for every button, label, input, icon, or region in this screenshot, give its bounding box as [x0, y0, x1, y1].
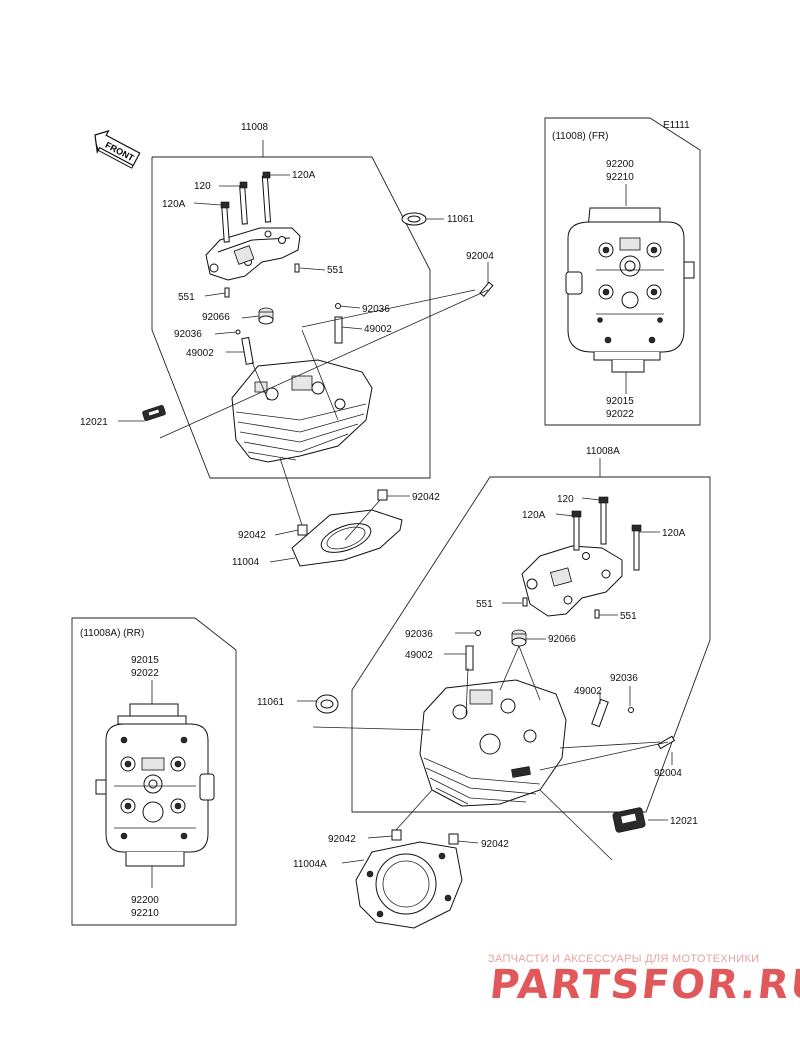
- label-11008A: 11008A: [586, 446, 620, 457]
- label-92200-rr: 92200: [131, 895, 159, 906]
- label-92004-rear: 92004: [654, 768, 682, 779]
- rear-clip-92036-b: [628, 707, 634, 713]
- rear-dowel-92042-a: [391, 829, 402, 841]
- rear-guide-49002-b: [591, 698, 609, 728]
- label-120A-front-right: 120A: [292, 170, 316, 181]
- front-leaders: [118, 174, 489, 563]
- rear-rocker-holder: [521, 545, 623, 617]
- label-11004A-rear: 11004A: [293, 859, 327, 870]
- front-arrow-badge: FRONT: [94, 129, 141, 169]
- rear-top-view-frame: [71, 617, 237, 926]
- front-clip-92036-a: [335, 303, 341, 309]
- label-11061-front: 11061: [447, 214, 475, 225]
- rear-head-frame: [351, 458, 711, 813]
- label-92022-rr: 92022: [131, 668, 159, 679]
- label-11008A-rr-view: (11008A) (RR): [80, 628, 144, 639]
- label-92015-fr: 92015: [606, 396, 634, 407]
- front-cylinder-head: [231, 359, 373, 463]
- label-11061-rear: 11061: [257, 697, 285, 708]
- rear-leaders: [297, 497, 673, 864]
- front-top-view-frame: [544, 117, 701, 426]
- label-49002-rear-right: 49002: [574, 686, 602, 697]
- label-120-front: 120: [194, 181, 211, 192]
- watermark-logo: PARTSFOR.RU: [487, 962, 800, 1008]
- label-551-rear-right: 551: [620, 611, 637, 622]
- rear-seal-92066: [511, 629, 527, 647]
- front-guide-49002-b: [241, 336, 254, 365]
- label-12021-rear: 12021: [670, 816, 698, 827]
- label-120A-rear-right: 120A: [662, 528, 686, 539]
- label-92004-front: 92004: [466, 251, 494, 262]
- label-92036-front-right: 92036: [362, 304, 390, 315]
- label-49002-front-right: 49002: [364, 324, 392, 335]
- label-12021-front: 12021: [80, 417, 108, 428]
- label-92200-fr: 92200: [606, 159, 634, 170]
- label-120-rear: 120: [557, 494, 574, 505]
- rear-cylinder-head: [419, 679, 567, 807]
- front-head-top-view: [565, 207, 695, 373]
- label-92042-rear-right: 92042: [481, 839, 509, 850]
- front-bolts: [220, 171, 272, 243]
- front-dowel-pins: [224, 263, 300, 298]
- rear-dowel-92042-b: [448, 833, 459, 845]
- label-92042-front-right: 92042: [412, 492, 440, 503]
- rear-grommet-12021: [612, 807, 646, 833]
- label-92036-rear-left: 92036: [405, 629, 433, 640]
- label-120A-front-left: 120A: [162, 199, 186, 210]
- label-92210-fr: 92210: [606, 172, 634, 183]
- watermark-subtitle: ЗАПЧАСТИ И АКСЕССУАРЫ ДЛЯ МОТОТЕХНИКИ: [488, 953, 760, 965]
- front-seal-92066: [258, 307, 274, 325]
- rear-dowel-pin-a: [522, 597, 528, 607]
- label-92042-front-left: 92042: [238, 530, 266, 541]
- label-120A-rear-left: 120A: [522, 510, 546, 521]
- rear-cap-11061: [315, 694, 339, 714]
- rear-head-top-view: [95, 703, 215, 867]
- label-92066-rear: 92066: [548, 634, 576, 645]
- rear-gasket-11004A: [355, 841, 463, 929]
- label-92015-rr: 92015: [131, 655, 159, 666]
- label-92036-rear-right: 92036: [610, 673, 638, 684]
- label-49002-front-left: 49002: [186, 348, 214, 359]
- label-92036-front-left: 92036: [174, 329, 202, 340]
- front-grommet-12021: [142, 405, 166, 421]
- label-551-rear-left: 551: [476, 599, 493, 610]
- label-92022-fr: 92022: [606, 409, 634, 420]
- label-551-front-right: 551: [327, 265, 344, 276]
- figure-code: E1111: [663, 120, 690, 131]
- label-11008-fr-view: (11008) (FR): [552, 131, 609, 142]
- front-head-frame: [151, 140, 431, 479]
- label-92210-rr: 92210: [131, 908, 159, 919]
- front-guide-49002-a: [334, 316, 343, 344]
- front-clip-92036-b: [235, 329, 241, 335]
- front-dowel-92042-b: [297, 524, 308, 536]
- label-551-front-left: 551: [178, 292, 195, 303]
- front-stud-92004: [479, 281, 494, 297]
- rear-bolts: [571, 496, 642, 571]
- front-dowel-92042-a: [377, 489, 388, 501]
- label-11004-front: 11004: [232, 557, 260, 568]
- label-92042-rear-left: 92042: [328, 834, 356, 845]
- label-92066-front: 92066: [202, 312, 230, 323]
- front-rocker-holder: [205, 227, 301, 281]
- rear-guide-49002-a: [465, 645, 474, 671]
- label-49002-rear-left: 49002: [405, 650, 433, 661]
- rear-dowel-pin-b: [594, 609, 600, 619]
- label-11008: 11008: [241, 122, 269, 133]
- rear-clip-92036-a: [475, 630, 481, 636]
